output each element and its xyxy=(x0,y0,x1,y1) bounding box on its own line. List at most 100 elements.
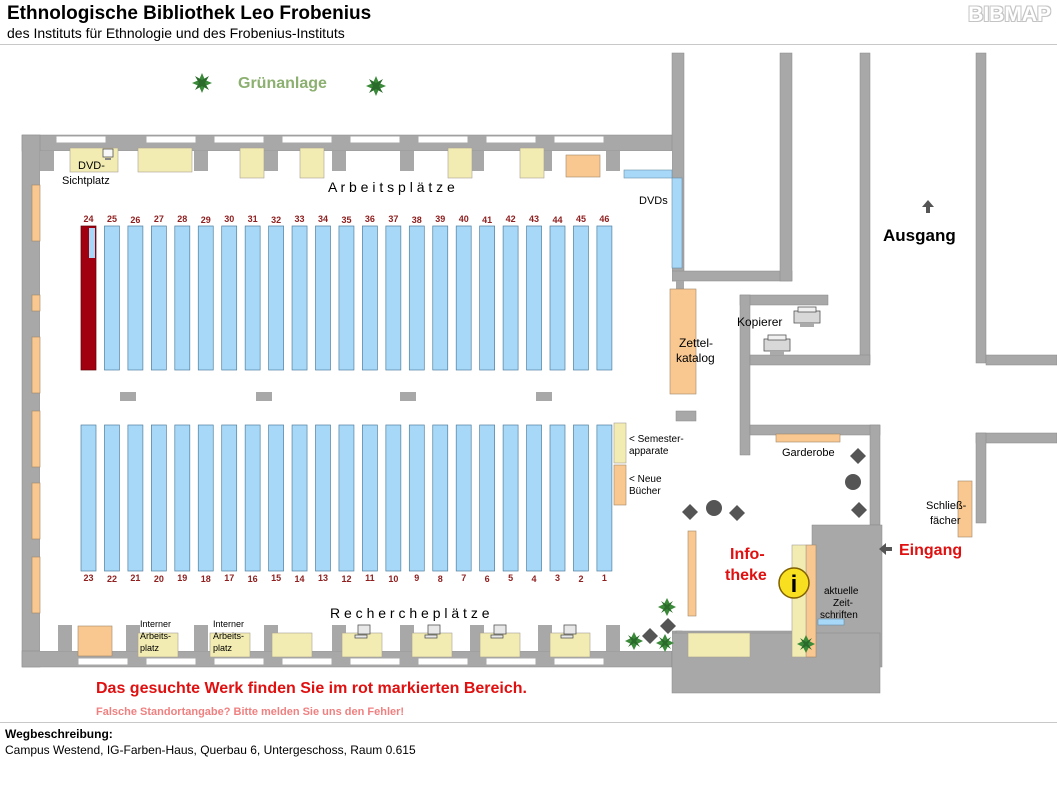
shelf-number: 7 xyxy=(461,573,466,583)
bibmap-logo[interactable]: BIBMAP xyxy=(968,3,1051,26)
new-books-label-2: Bücher xyxy=(629,486,661,497)
plant-icon xyxy=(656,634,674,652)
semester-label-2: apparate xyxy=(629,446,669,457)
shelf[interactable] xyxy=(174,424,191,572)
shelf[interactable] xyxy=(479,225,495,371)
shelf[interactable] xyxy=(104,424,120,572)
shelf[interactable] xyxy=(315,225,331,371)
info-symbol: i xyxy=(791,571,798,598)
shelf[interactable] xyxy=(151,424,167,572)
plant-icon xyxy=(658,598,676,616)
shelf[interactable] xyxy=(127,225,144,371)
shelf[interactable] xyxy=(197,225,214,371)
shelf[interactable] xyxy=(573,225,589,371)
shelf-number: 37 xyxy=(388,214,398,224)
shelf-number: 15 xyxy=(271,573,281,583)
shelf-number: 1 xyxy=(602,573,607,583)
shelf[interactable] xyxy=(596,225,613,371)
shelf-number: 11 xyxy=(365,573,375,583)
shelf[interactable] xyxy=(268,225,284,371)
shelf[interactable] xyxy=(151,225,167,371)
shelf[interactable] xyxy=(455,424,472,572)
shelf[interactable] xyxy=(385,225,402,371)
shelf[interactable] xyxy=(221,225,238,371)
shelf[interactable] xyxy=(291,424,308,572)
shelf[interactable] xyxy=(127,424,144,572)
shelf-number: 14 xyxy=(295,574,305,584)
shelf-number: 42 xyxy=(506,214,516,224)
shelf-number: 39 xyxy=(435,214,445,224)
dvd-viewing-label-2: Sichtplatz xyxy=(62,175,110,187)
library-room xyxy=(40,151,672,651)
shelf-number: 27 xyxy=(154,214,164,224)
shelf[interactable] xyxy=(526,225,542,371)
shelf[interactable] xyxy=(104,225,120,371)
shelf-number: 3 xyxy=(555,573,560,583)
shelf-number: 29 xyxy=(201,215,211,225)
lockers-label-2: fächer xyxy=(930,515,961,527)
shelf[interactable] xyxy=(502,225,519,371)
shelf[interactable] xyxy=(221,424,238,572)
shelf[interactable] xyxy=(408,225,425,371)
shelf[interactable] xyxy=(268,424,284,572)
shelf[interactable] xyxy=(549,225,566,371)
shelf[interactable] xyxy=(408,424,425,572)
highlighted-shelf[interactable] xyxy=(80,225,97,371)
shelf-number: 36 xyxy=(365,214,375,224)
info-desk-label-2: theke xyxy=(725,567,767,584)
shelf[interactable] xyxy=(338,424,355,572)
exit-label: Ausgang xyxy=(883,226,956,245)
shelf[interactable] xyxy=(549,424,566,572)
shelf[interactable] xyxy=(244,424,261,572)
internal-workplace-2-line-3: platz xyxy=(213,643,233,653)
shelf[interactable] xyxy=(362,225,378,371)
shelf[interactable] xyxy=(455,225,472,371)
shelf-number: 8 xyxy=(438,574,443,584)
shelf[interactable] xyxy=(432,424,449,572)
shelf[interactable] xyxy=(596,424,613,572)
shelf-number: 6 xyxy=(485,574,490,584)
shelf[interactable] xyxy=(362,424,378,572)
shelf-number: 28 xyxy=(177,214,187,224)
shelf-number: 45 xyxy=(576,214,586,224)
shelf[interactable] xyxy=(244,225,261,371)
journals-label-3: schriften xyxy=(820,610,858,621)
header: Ethnologische Bibliothek Leo Frobenius d… xyxy=(0,0,1057,45)
shelf[interactable] xyxy=(526,424,542,572)
shelf-number: 12 xyxy=(341,574,351,584)
shelf-number: 19 xyxy=(177,573,187,583)
tables xyxy=(69,147,751,658)
shelf[interactable] xyxy=(573,424,589,572)
shelf-number: 24 xyxy=(83,214,93,224)
shelf[interactable] xyxy=(174,225,191,371)
shelf-number: 30 xyxy=(224,214,234,224)
shelves-lower-row xyxy=(80,424,613,572)
dvd-shelf-strip xyxy=(623,169,673,179)
shelf[interactable] xyxy=(197,424,214,572)
green-area-label: Grünanlage xyxy=(238,75,327,92)
shelf-number: 18 xyxy=(201,574,211,584)
shelf[interactable] xyxy=(479,424,495,572)
info-icon[interactable]: i xyxy=(778,567,810,599)
shelf-number: 25 xyxy=(107,214,117,224)
shelf[interactable] xyxy=(432,225,449,371)
page-title: Ethnologische Bibliothek Leo Frobenius xyxy=(7,3,372,24)
shelf-number: 17 xyxy=(224,573,234,583)
shelf[interactable] xyxy=(385,424,402,572)
journals-label-2: Zeit- xyxy=(833,598,853,609)
error-report-link[interactable]: Falsche Standortangabe? Bitte melden Sie… xyxy=(96,706,404,718)
shelf-number: 46 xyxy=(599,214,609,224)
card-catalog-label-1: Zettel- xyxy=(679,336,713,350)
shelf[interactable] xyxy=(502,424,519,572)
card-catalog-label-2: katalog xyxy=(676,351,715,365)
journals-shelf-strip xyxy=(817,618,845,626)
semester-label-1: < Semester- xyxy=(629,434,684,445)
dvds-label: DVDs xyxy=(639,195,668,207)
highlighted-shelf-marker xyxy=(89,228,95,258)
shelf[interactable] xyxy=(315,424,331,572)
shelf[interactable] xyxy=(338,225,355,371)
shelf[interactable] xyxy=(291,225,308,371)
shelf[interactable] xyxy=(80,424,97,572)
monitor-icon xyxy=(102,148,114,160)
